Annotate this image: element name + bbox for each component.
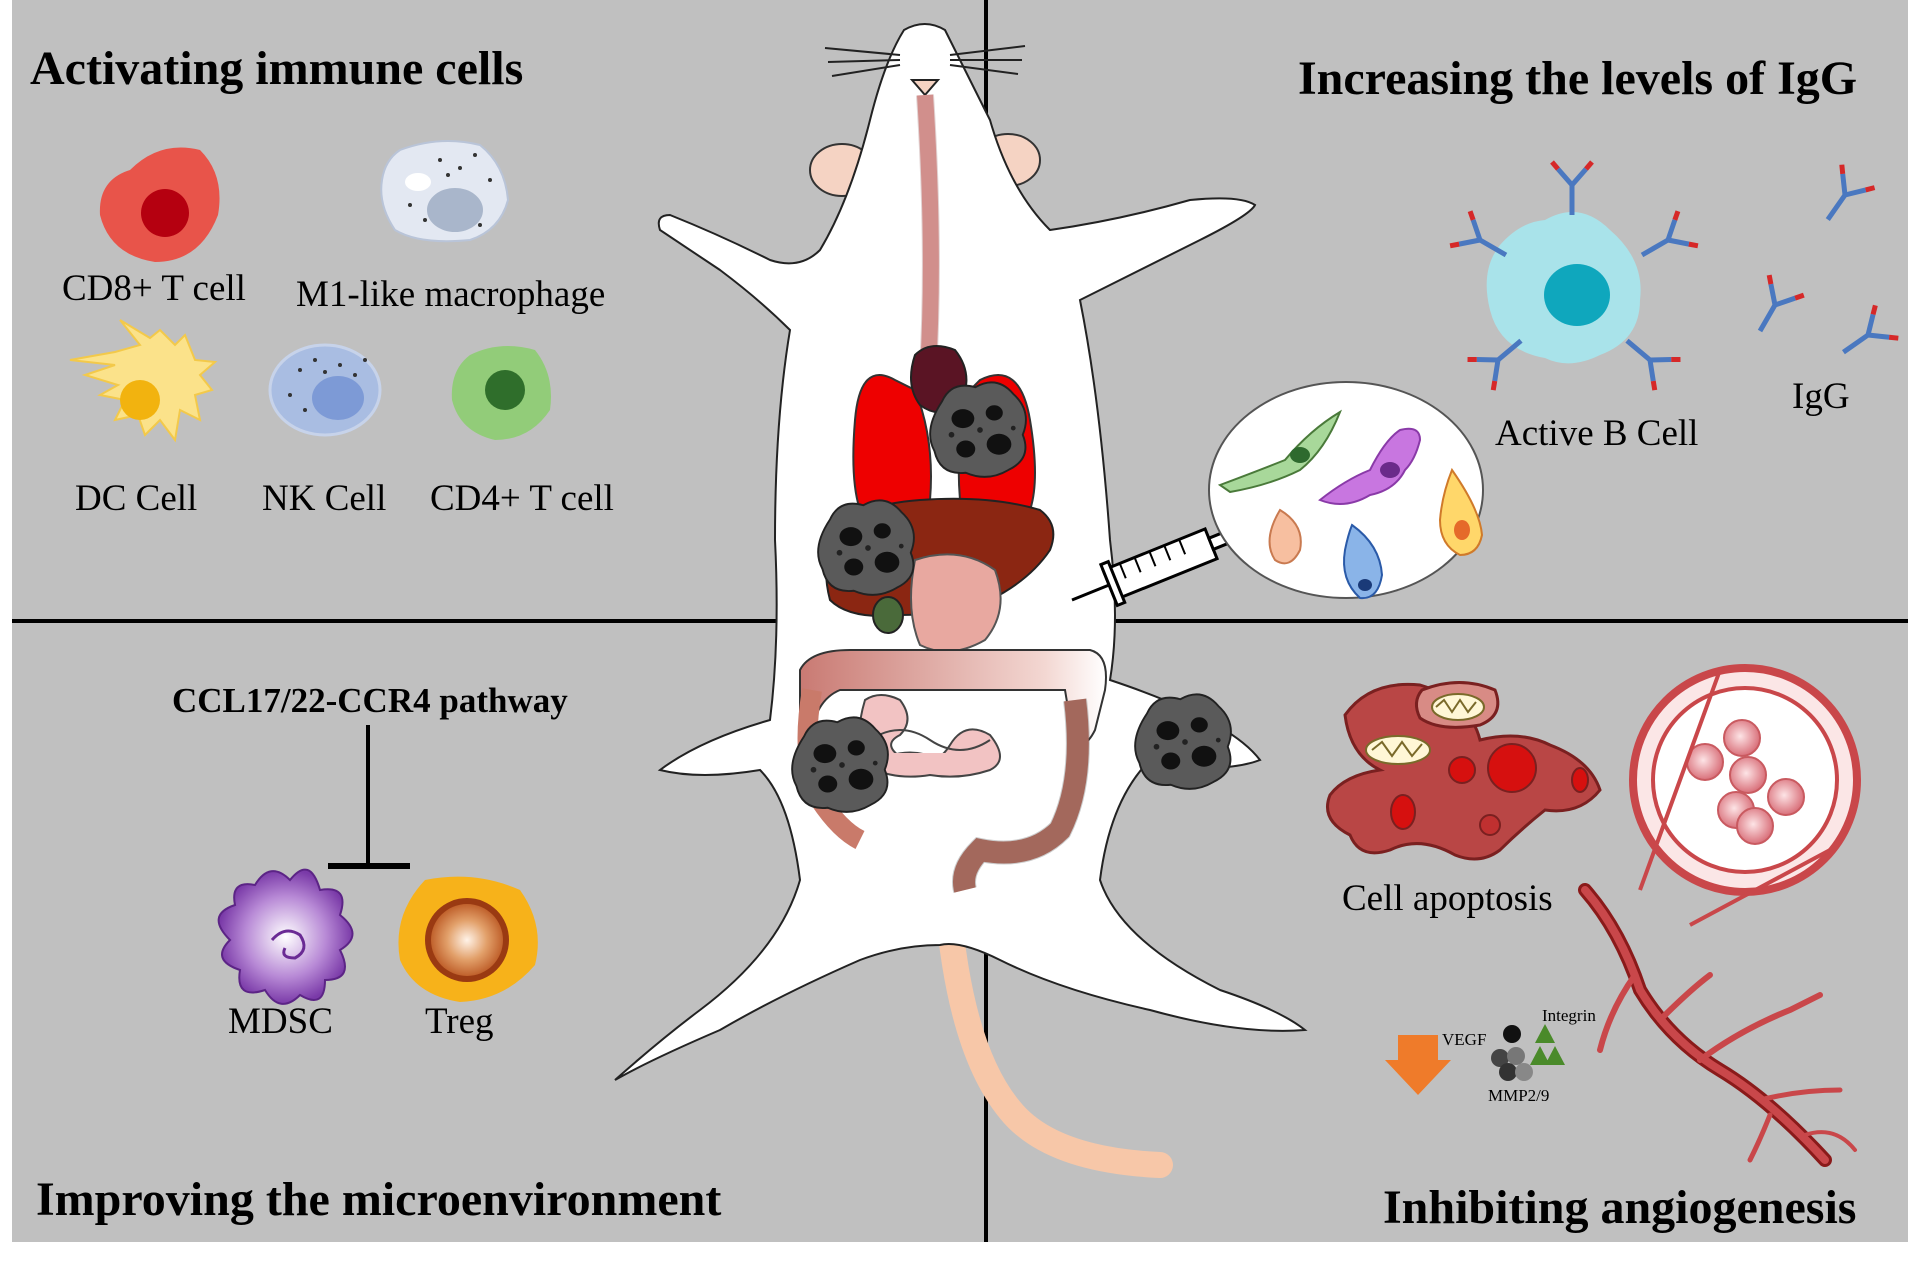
zoom-line-lower (1689, 848, 1831, 927)
panel-improving-microenvironment: CCL17/22-CCR4 pathway MDSC Treg Improvin… (36, 681, 721, 1226)
liver-tumor (817, 499, 915, 596)
vegf-label: VEGF (1442, 1030, 1486, 1049)
decrease-arrow-icon (1385, 1035, 1451, 1095)
treg-icon (398, 876, 538, 1002)
mouse-whiskers (824, 45, 1026, 77)
nk-cell-icon (268, 343, 382, 437)
intestine-tumor (791, 716, 889, 813)
parasite-trypomastigote-icon (1217, 409, 1343, 494)
gallbladder (872, 596, 904, 634)
mmp-molecule-icon-3 (1499, 1063, 1517, 1081)
m1-macrophage-label: M1-like macrophage (296, 274, 605, 315)
panel-activating-immune-cells: Activating immune cells CD8+ T cell M1-l… (30, 42, 614, 519)
cell-apoptosis-label: Cell apoptosis (1342, 878, 1553, 919)
subcutaneous-tumor (1134, 693, 1232, 790)
integrin-icon-2 (1530, 1046, 1550, 1065)
parasite-tachyzoite-pink-icon (1268, 508, 1302, 565)
parasite-blue-icon (1343, 523, 1384, 600)
active-b-cell-icon (1450, 162, 1698, 390)
mmp-molecule-icon-2 (1507, 1047, 1525, 1065)
cd8-t-cell-icon (99, 147, 220, 262)
dc-cell-label: DC Cell (75, 478, 197, 519)
cd8-t-cell-label: CD8+ T cell (62, 268, 246, 309)
panel-title-top-right: Increasing the levels of IgG (1298, 52, 1857, 105)
panel-title-top-left: Activating immune cells (30, 42, 523, 95)
descending-colon (953, 698, 1089, 893)
vegf-molecule-icon (1503, 1025, 1521, 1043)
lung-tumor (929, 381, 1027, 478)
mdsc-icon (217, 868, 354, 1005)
active-b-cell-label: Active B Cell (1495, 413, 1698, 454)
integrin-icon-1 (1535, 1024, 1555, 1043)
zoom-line-upper (1638, 669, 1722, 891)
integrin-icon-3 (1545, 1046, 1565, 1065)
mouse-tail (935, 892, 1173, 1178)
treg-label: Treg (425, 1001, 494, 1042)
panel-title-bottom-left: Improving the microenvironment (36, 1173, 721, 1226)
parasite-bubble (1208, 381, 1484, 600)
esophagus (917, 94, 939, 371)
parasite-orange-icon (1438, 467, 1484, 557)
mouse-illustration (614, 23, 1484, 1178)
nk-cell-label: NK Cell (262, 478, 386, 519)
mmp-molecule-icon-4 (1515, 1063, 1533, 1081)
mmp-molecule-icon-1 (1491, 1049, 1509, 1067)
panel-title-bottom-right: Inhibiting angiogenesis (1383, 1181, 1856, 1234)
dc-cell-icon (69, 319, 218, 443)
vessel-cross-section-icon (1629, 664, 1861, 896)
stomach (910, 553, 1002, 653)
pathway-label: CCL17/22-CCR4 pathway (172, 681, 568, 720)
cd4-t-cell-icon (451, 346, 551, 440)
panel-increasing-igg: Increasing the levels of IgG Active B Ce… (1298, 52, 1898, 454)
integrin-label: Integrin (1542, 1006, 1596, 1025)
mouse-nose (909, 79, 941, 97)
apoptotic-cell-icon (1326, 681, 1602, 861)
igg-label: IgG (1792, 376, 1850, 417)
cd4-t-cell-label: CD4+ T cell (430, 478, 614, 519)
panel-inhibiting-angiogenesis: Cell apoptosis VEGF (1326, 664, 1861, 1234)
mdsc-label: MDSC (228, 1001, 333, 1042)
parasite-amoeba-icon (1318, 427, 1422, 505)
mmp-label: MMP2/9 (1488, 1086, 1549, 1105)
branching-vessel-icon (1578, 883, 1857, 1167)
m1-macrophage-icon (380, 140, 510, 243)
